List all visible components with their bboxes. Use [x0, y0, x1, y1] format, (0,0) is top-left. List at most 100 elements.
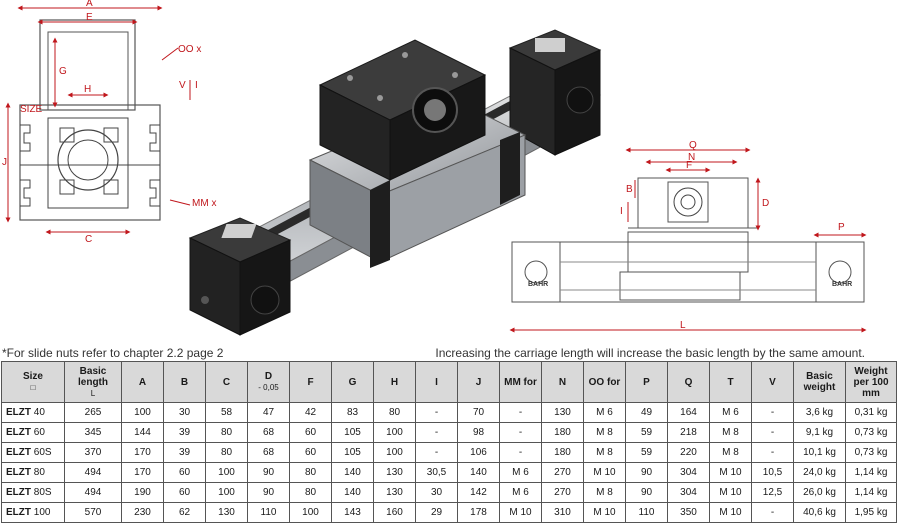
carriage-length-note: Increasing the carriage length will incr… [435, 346, 865, 360]
table-cell: 100 [205, 482, 248, 503]
column-header-label: H [390, 376, 399, 388]
column-header-label: V [769, 376, 776, 388]
table-cell: M 8 [583, 422, 626, 443]
table-cell: 0,73 kg [845, 442, 897, 463]
table-cell: 130 [541, 402, 584, 423]
table-cell: 270 [541, 482, 584, 503]
column-header: B [163, 361, 206, 403]
model-name: ELZT [6, 467, 31, 478]
dim-label-f: F [686, 160, 692, 171]
column-header-label: F [307, 376, 314, 388]
table-cell: 59 [625, 442, 668, 463]
model-name: ELZT [6, 427, 31, 438]
table-cell: 142 [457, 482, 500, 503]
table-cell: - [751, 502, 794, 523]
table-cell: 160 [373, 502, 416, 523]
table-cell: - [415, 442, 458, 463]
table-cell: 143 [331, 502, 374, 523]
table-cell: 180 [541, 442, 584, 463]
table-cell: 90 [625, 462, 668, 483]
product-drawing-area: A E G H OO x V I J SIZE MM x C [2, 0, 867, 336]
model-size: 60S [33, 447, 52, 458]
table-cell: 180 [541, 422, 584, 443]
table-cell: 0,31 kg [845, 402, 897, 423]
model-size: 100 [33, 507, 51, 518]
table-cell: 218 [667, 422, 710, 443]
column-header-label: T [727, 376, 734, 388]
table-cell: 3,6 kg [793, 402, 846, 423]
column-header: G [331, 361, 374, 403]
table-cell: M 10 [583, 462, 626, 483]
table-cell: 0,73 kg [845, 422, 897, 443]
table-cell: 68 [247, 442, 290, 463]
table-cell: - [415, 422, 458, 443]
table-cell: 1,95 kg [845, 502, 897, 523]
table-cell: 60 [163, 482, 206, 503]
dim-label-b: B [626, 184, 633, 195]
table-cell: 100 [205, 462, 248, 483]
slide-nut-note: *For slide nuts refer to chapter 2.2 pag… [2, 346, 224, 360]
table-cell: 47 [247, 402, 290, 423]
table-cell: 90 [625, 482, 668, 503]
column-header-label: D [264, 371, 273, 382]
dim-label-l: L [680, 320, 686, 331]
model-size: 40 [33, 407, 45, 418]
table-cell: 9,1 kg [793, 422, 846, 443]
table-cell: 105 [331, 442, 374, 463]
table-cell: 345 [64, 422, 122, 443]
cross-section-drawing: A E G H OO x V I J SIZE MM x C [2, 0, 216, 245]
column-header-label: Weight per 100 mm [853, 365, 889, 399]
column-header: OO for [583, 361, 626, 403]
table-cell: 100 [373, 442, 416, 463]
column-header-label: OO for [588, 376, 621, 388]
column-header-label: J [475, 376, 482, 388]
table-cell: 130 [205, 502, 248, 523]
size-cell: ELZT 60 [1, 422, 65, 443]
dim-label-g: G [59, 66, 67, 77]
table-cell: M 8 [709, 442, 752, 463]
dim-label-oo: OO x [178, 44, 201, 55]
size-cell: ELZT 80 [1, 462, 65, 483]
table-cell: 140 [331, 462, 374, 483]
table-cell: 60 [289, 422, 332, 443]
table-cell: 110 [625, 502, 668, 523]
dim-label-a: A [86, 0, 93, 9]
table-cell: M 10 [499, 502, 542, 523]
model-size: 60 [33, 427, 45, 438]
table-cell: 494 [64, 462, 122, 483]
dim-label-e: E [86, 12, 93, 23]
column-header-label: P [643, 376, 650, 388]
table-cell: - [415, 402, 458, 423]
table-cell: M 10 [709, 502, 752, 523]
table-cell: 62 [163, 502, 206, 523]
column-header: V [751, 361, 794, 403]
table-cell: 494 [64, 482, 122, 503]
table-cell: 80 [289, 482, 332, 503]
table-cell: 100 [373, 422, 416, 443]
logo-left: BAHR [528, 281, 548, 288]
table-cell: 42 [289, 402, 332, 423]
table-cell: M 6 [499, 462, 542, 483]
table-cell: 144 [121, 422, 164, 443]
table-cell: 12,5 [751, 482, 794, 503]
table-cell: 304 [667, 462, 710, 483]
table-cell: 10,1 kg [793, 442, 846, 463]
column-header-label: I [435, 376, 438, 388]
table-cell: 80 [373, 402, 416, 423]
size-cell: ELZT 60S [1, 442, 65, 463]
table-cell: 80 [289, 462, 332, 483]
column-header: MM for [499, 361, 542, 403]
table-cell: 60 [289, 442, 332, 463]
dim-label-h: H [84, 84, 91, 95]
column-header-label: G [348, 376, 357, 388]
table-cell: 90 [247, 462, 290, 483]
model-name: ELZT [6, 447, 31, 458]
table-cell: 310 [541, 502, 584, 523]
table-cell: 140 [331, 482, 374, 503]
size-cell: ELZT 40 [1, 402, 65, 423]
table-cell: M 8 [709, 422, 752, 443]
